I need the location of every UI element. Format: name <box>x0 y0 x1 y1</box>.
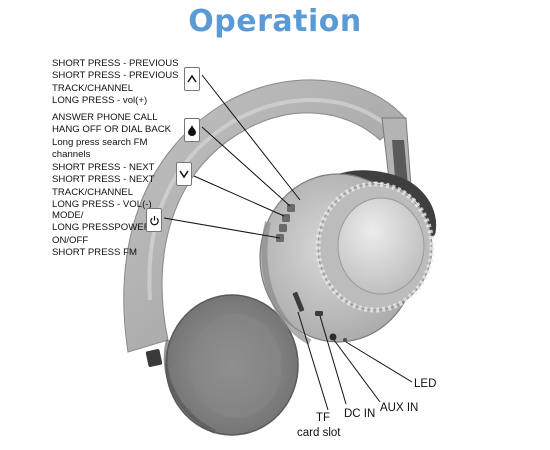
callout-line: TRACK/CHANNEL <box>52 82 134 94</box>
aux-in-port <box>329 333 337 341</box>
callout-line: LONG PRESSPOWER <box>52 222 151 234</box>
callout-line: SHORT PRESS FM <box>52 247 137 259</box>
callout-previous-text: SHORT PRESS - PREVIOUS SHORT PRESS - PRE… <box>52 58 179 108</box>
callout-line: LONG PRESS - vol(+) <box>52 95 148 107</box>
side-button-up <box>287 204 295 212</box>
callout-line: TRACK/CHANNEL <box>52 186 134 198</box>
callout-next-text: SHORT PRESS - NEXT SHORT PRESS - NEXT TR… <box>52 162 155 212</box>
callout-line: SHORT PRESS - NEXT <box>52 174 155 186</box>
leader-led <box>345 341 413 383</box>
callout-line: MODE/ <box>52 210 84 221</box>
tf-card-slot <box>292 291 305 312</box>
card-slot-label: card slot <box>297 427 341 439</box>
callout-line: SHORT PRESS - NEXT <box>52 162 155 173</box>
leader-call <box>201 126 291 207</box>
outer-cap <box>337 197 425 295</box>
callout-line: ANSWER PHONE CALL <box>52 112 158 123</box>
dc-in-port <box>315 311 323 316</box>
left-hinge-clip <box>145 349 163 367</box>
power-icon <box>146 208 162 232</box>
callout-line: SHORT PRESS - PREVIOUS <box>52 58 179 69</box>
leader-next <box>193 175 285 217</box>
callout-line: LONG PRESS - VOL(-) <box>52 199 152 211</box>
leader-aux <box>333 339 381 403</box>
callout-line: Long press search FM <box>52 136 148 148</box>
callout-line: HANG OFF OR DIAL BACK <box>52 124 172 136</box>
led-label: LED <box>414 378 437 390</box>
callout-call-text: ANSWER PHONE CALL HANG OFF OR DIAL BACK … <box>52 112 171 162</box>
leader-mode <box>163 217 281 239</box>
callout-line: channels <box>52 149 91 161</box>
led-indicator <box>343 338 347 342</box>
leader-tf <box>297 311 329 411</box>
callout-line: ON/OFF <box>52 234 89 246</box>
side-button-down <box>279 224 287 232</box>
leader-lines <box>163 74 413 411</box>
chevron-down-icon <box>176 162 192 186</box>
aux-in-label: AUX IN <box>380 402 419 414</box>
dc-in-label: DC IN <box>344 408 376 420</box>
callout-line: SHORT PRESS - PREVIOUS <box>52 70 179 82</box>
leader-previous <box>201 74 301 201</box>
drop-icon <box>184 118 200 142</box>
chevron-up-icon <box>184 67 200 91</box>
tf-label: TF <box>316 412 331 424</box>
callout-mode-text: MODE/ LONG PRESSPOWER ON/OFF SHORT PRESS… <box>52 210 151 260</box>
page-title: Operation <box>188 4 362 39</box>
leader-dc <box>319 315 347 405</box>
